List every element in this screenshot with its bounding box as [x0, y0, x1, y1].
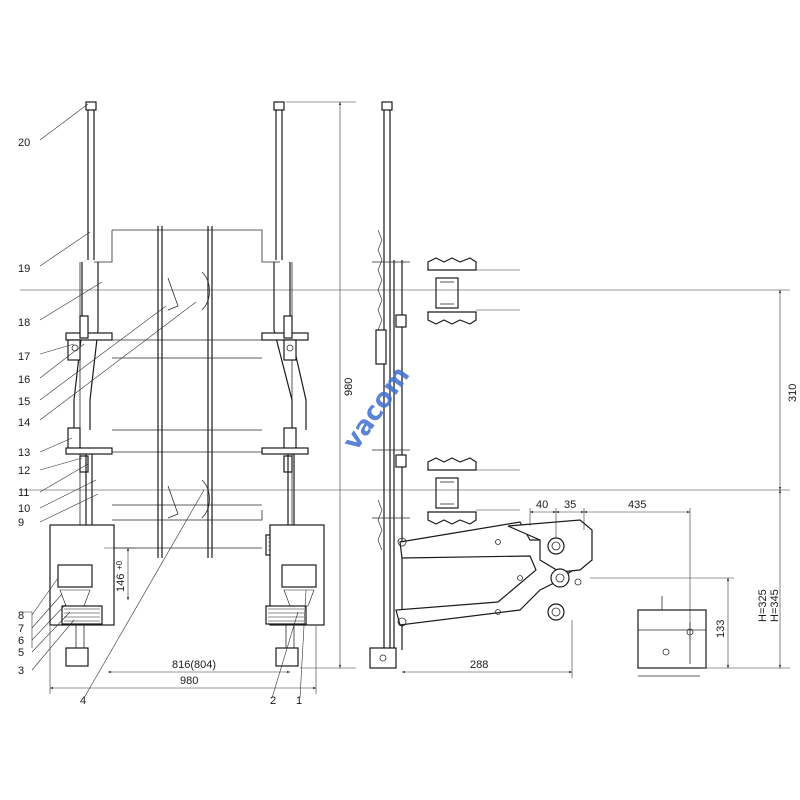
dim-overall-width: 980 — [180, 675, 198, 687]
part-label-10: 10 — [18, 503, 30, 515]
dim-h-325: H=325 — [757, 589, 769, 622]
part-label-16: 16 — [18, 374, 30, 386]
part-label-5: 5 — [18, 647, 24, 659]
part-label-9: 9 — [18, 517, 24, 529]
part-label-4: 4 — [80, 695, 86, 707]
dim-height-980: 980 — [343, 378, 355, 396]
dimension-labels: 980 816(804) 980 146 +0 40 35 435 288 31… — [115, 378, 799, 687]
dim-link-133: 133 — [715, 620, 727, 638]
linkage-detail — [395, 519, 707, 677]
part-label-20: 20 — [18, 137, 30, 149]
left-column — [49, 101, 115, 667]
dim-link-40: 40 — [536, 499, 548, 511]
side-view — [369, 101, 410, 669]
dim-link-35: 35 — [564, 499, 576, 511]
dim-offset-146: 146 — [115, 574, 127, 592]
right-column — [261, 101, 325, 667]
part-label-8: 8 — [18, 610, 24, 622]
front-dimensions — [49, 101, 356, 694]
part-label-11: 11 — [18, 487, 29, 499]
dim-link-310: 310 — [787, 384, 799, 402]
part-label-14: 14 — [18, 417, 30, 429]
dim-offset-146-tolerance: +0 — [115, 560, 124, 570]
part-label-2: 2 — [270, 695, 276, 707]
part-label-3: 3 — [18, 665, 24, 677]
part-label-1: 1 — [296, 695, 302, 707]
watermark-logo: vacom — [337, 361, 416, 456]
linkage-dimensions — [401, 289, 790, 678]
clamp-detail-top — [427, 257, 520, 325]
dim-link-435: 435 — [628, 499, 646, 511]
part-label-19: 19 — [18, 263, 30, 275]
reference-lines — [20, 289, 790, 491]
part-label-18: 18 — [18, 317, 30, 329]
leader-lines — [20, 103, 307, 699]
central-guide-rails — [157, 226, 213, 558]
part-label-13: 13 — [18, 447, 30, 459]
part-label-12: 12 — [18, 465, 30, 477]
dim-h-345: H=345 — [769, 589, 781, 622]
part-label-17: 17 — [18, 351, 30, 363]
part-label-6: 6 — [18, 635, 24, 647]
front-view — [20, 101, 356, 699]
part-numbers: 20 19 18 17 16 15 14 13 12 11 10 9 8 7 6… — [18, 137, 302, 707]
clamp-detail-bottom — [427, 457, 520, 525]
part-label-15: 15 — [18, 396, 30, 408]
car-frame-panels — [79, 229, 293, 549]
part-label-7: 7 — [18, 623, 24, 635]
dim-link-288: 288 — [470, 659, 488, 671]
dim-rail-span: 816(804) — [172, 659, 216, 671]
